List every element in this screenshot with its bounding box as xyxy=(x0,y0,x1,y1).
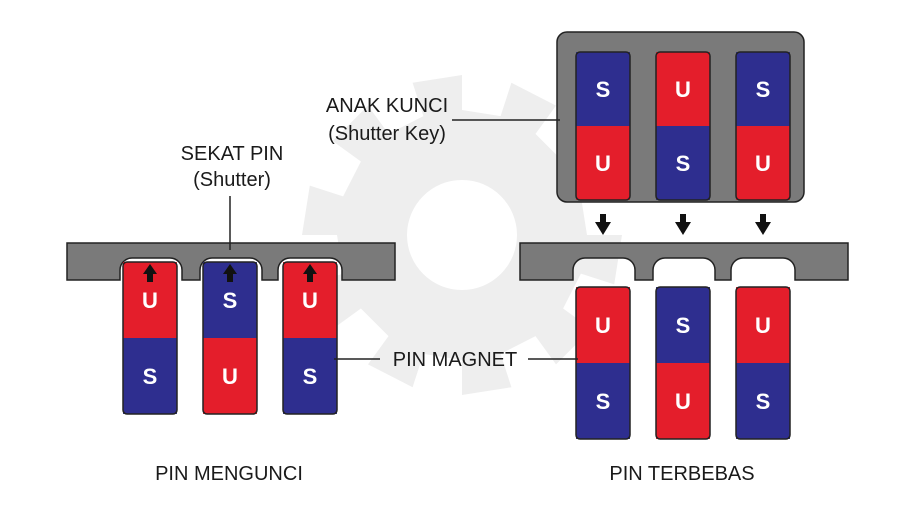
key-pin-2-north-segment xyxy=(656,52,710,126)
free-pin-1-outline xyxy=(575,286,631,440)
key-pin-3-outline xyxy=(735,51,791,201)
down-arrows-group xyxy=(595,214,771,235)
locked-pin-2-north-segment xyxy=(203,338,257,414)
key-pin-1-top-pole-label: S xyxy=(596,77,611,102)
right-shutter-bar xyxy=(519,242,849,281)
key-pin-1-outline xyxy=(575,51,631,201)
key-pin-1: SU xyxy=(575,51,631,201)
locked-pin-3: US xyxy=(282,261,338,415)
locked-pin-2-bottom-pole-label: U xyxy=(222,364,238,389)
locked-pin-1-bottom-pole-label: S xyxy=(143,364,158,389)
locked-pin-1-top-pole-label: U xyxy=(142,288,158,313)
key-pin-2: US xyxy=(655,51,711,201)
free-pin-1-north-segment xyxy=(576,287,630,363)
gear-watermark-hole xyxy=(407,180,517,290)
left-shutter-bar xyxy=(66,242,396,281)
key-pin-1-south-segment xyxy=(576,52,630,126)
free-pin-3-outline xyxy=(735,286,791,440)
free-pin-3: US xyxy=(735,286,791,440)
gear-watermark xyxy=(302,75,622,395)
locked-pin-2-top-pole-label: S xyxy=(223,288,238,313)
down-arrow-icon-1 xyxy=(595,214,611,235)
up-arrow-icon-3 xyxy=(303,264,317,282)
locked-pin-3-outline xyxy=(282,261,338,415)
free-pin-2-top-pole-label: S xyxy=(676,313,691,338)
free-pin-1-bottom-pole-label: S xyxy=(596,389,611,414)
free-pin-2-outline xyxy=(655,286,711,440)
shutter-sub-label: (Shutter) xyxy=(193,169,271,191)
down-arrow-icon-2 xyxy=(675,214,691,235)
free-pin-3-north-segment xyxy=(736,287,790,363)
free-pin-1-south-segment xyxy=(576,363,630,439)
key-pin-3: SU xyxy=(735,51,791,201)
locked-pin-1-outline xyxy=(122,261,178,415)
free-pin-2: SU xyxy=(655,286,711,440)
free-pin-3-south-segment xyxy=(736,363,790,439)
key-pin-2-bottom-pole-label: S xyxy=(676,151,691,176)
pin-magnet-label: PIN MAGNET xyxy=(393,349,517,371)
locked-pin-3-top-pole-label: U xyxy=(302,288,318,313)
free-pin-3-bottom-pole-label: S xyxy=(756,389,771,414)
key-pin-1-north-segment xyxy=(576,126,630,200)
key-pin-1-bottom-pole-label: U xyxy=(595,151,611,176)
free-pin-2-south-segment xyxy=(656,287,710,363)
locked-caption: PIN MENGUNCI xyxy=(155,463,303,485)
key-pin-3-top-pole-label: S xyxy=(756,77,771,102)
free-pin-2-north-segment xyxy=(656,363,710,439)
key-title-label: ANAK KUNCI xyxy=(326,95,448,117)
locked-pin-3-south-segment xyxy=(283,338,337,414)
locked-pin-1: US xyxy=(122,261,178,415)
free-caption: PIN TERBEBAS xyxy=(609,463,754,485)
up-arrow-icon-1 xyxy=(143,264,157,282)
free-pin-2-bottom-pole-label: U xyxy=(675,389,691,414)
locked-pin-3-bottom-pole-label: S xyxy=(303,364,318,389)
up-arrow-icon-2 xyxy=(223,264,237,282)
key-sub-label: (Shutter Key) xyxy=(328,123,446,145)
key-pin-3-south-segment xyxy=(736,52,790,126)
down-arrow-icon-3 xyxy=(755,214,771,235)
locked-pin-2-outline xyxy=(202,261,258,415)
shutter-title-label: SEKAT PIN xyxy=(181,143,284,165)
key-pin-3-bottom-pole-label: U xyxy=(755,151,771,176)
locked-pin-2: SU xyxy=(202,261,258,415)
locked-pin-1-south-segment xyxy=(123,338,177,414)
key-pin-2-outline xyxy=(655,51,711,201)
key-pin-2-south-segment xyxy=(656,126,710,200)
free-pin-3-top-pole-label: U xyxy=(755,313,771,338)
key-pin-3-north-segment xyxy=(736,126,790,200)
free-pin-1: US xyxy=(575,286,631,440)
up-arrows-group xyxy=(143,264,317,282)
free-pin-1-top-pole-label: U xyxy=(595,313,611,338)
key-pin-2-top-pole-label: U xyxy=(675,77,691,102)
